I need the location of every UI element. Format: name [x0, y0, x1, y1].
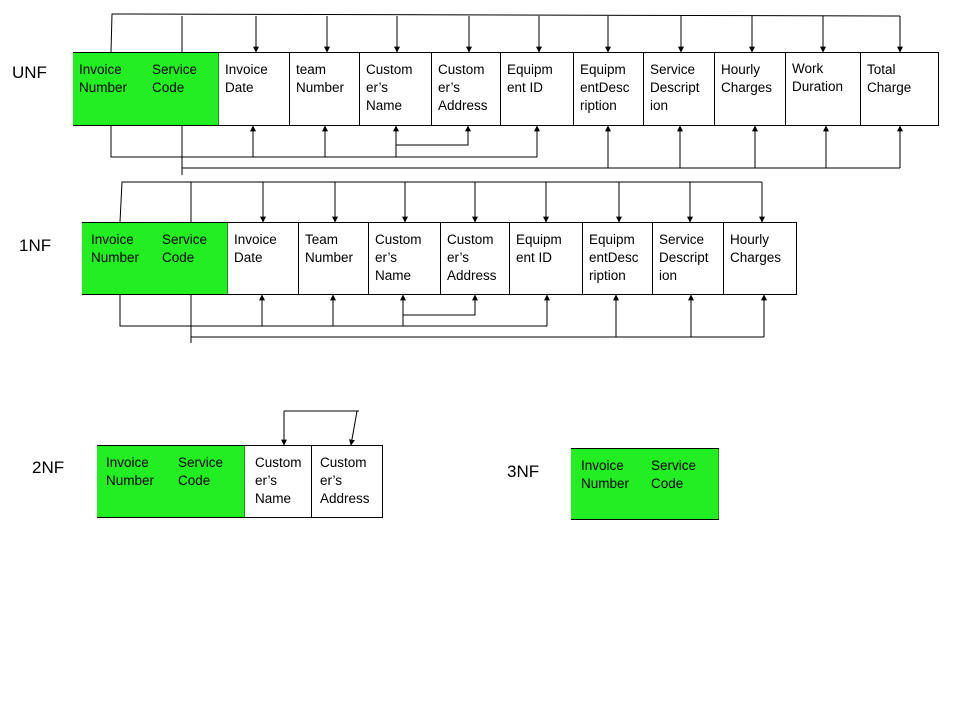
unf-col-work-duration: Work Duration [786, 53, 861, 125]
1nf-col-service-description: Service Descript ion [653, 223, 724, 294]
1nf-equipment-bracket [403, 294, 478, 316]
1nf-col-service-code: Service Code [153, 223, 228, 294]
unf-equipment-bracket [396, 125, 471, 146]
unf-col-equipment-description: Equipm entDesc ription [574, 53, 644, 125]
unf-table: Invoice Number Service Code Invoice Date… [73, 52, 939, 126]
3nf-table: Invoice Number Service Code [571, 448, 719, 520]
1nf-col-equipment-id: Equipm ent ID [510, 223, 583, 294]
unf-col-customer-name: Custom er’s Name [360, 53, 432, 125]
1nf-col-equipment-description: Equipm entDesc ription [583, 223, 653, 294]
unf-col-hourly-charges: Hourly Charges [715, 53, 786, 125]
unf-bottom-invoice-bracket [110, 126, 537, 158]
2nf-col-service-code: Service Code [169, 446, 245, 517]
1nf-col-customer-address: Custom er’s Address [441, 223, 510, 294]
1nf-table: Invoice Number Service Code Invoice Date… [82, 222, 797, 295]
unf-label: UNF [12, 63, 47, 82]
unf-col-invoice-date: Invoice Date [219, 53, 290, 125]
unf-col-service-code: Service Code [146, 53, 219, 125]
3nf-col-invoice-number: Invoice Number [571, 449, 643, 519]
2nf-col-invoice-number: Invoice Number [97, 446, 169, 517]
1nf-col-invoice-number: Invoice Number [82, 223, 153, 294]
3nf-col-service-code: Service Code [643, 449, 719, 519]
2nf-col-customer-name: Custom er’s Name [245, 446, 312, 517]
3nf-label: 3NF [507, 462, 540, 481]
1nf-col-hourly-charges: Hourly Charges [724, 223, 797, 294]
1nf-col-team-number: Team Number [299, 223, 369, 294]
1nf-top-bracket [119, 181, 762, 223]
unf-col-invoice-number: Invoice Number [73, 53, 146, 125]
1nf-col-customer-name: Custom er’s Name [369, 223, 441, 294]
unf-col-customer-address: Custom er’s Address [432, 53, 501, 125]
2nf-col-customer-address: Custom er’s Address [312, 446, 383, 517]
unf-col-equipment-id: Equipm ent ID [501, 53, 574, 125]
unf-col-total-charge: Total Charge [861, 53, 939, 125]
unf-col-team-number: team Number [290, 53, 360, 125]
1nf-label: 1NF [19, 236, 52, 255]
2nf-table: Invoice Number Service Code Custom er’s … [97, 445, 383, 518]
2nf-label: 2NF [32, 458, 65, 477]
unf-top-bracket [110, 13, 901, 53]
1nf-col-invoice-date: Invoice Date [228, 223, 299, 294]
1nf-bottom-invoice-bracket [119, 295, 547, 327]
unf-col-service-description: Service Descript ion [644, 53, 715, 125]
